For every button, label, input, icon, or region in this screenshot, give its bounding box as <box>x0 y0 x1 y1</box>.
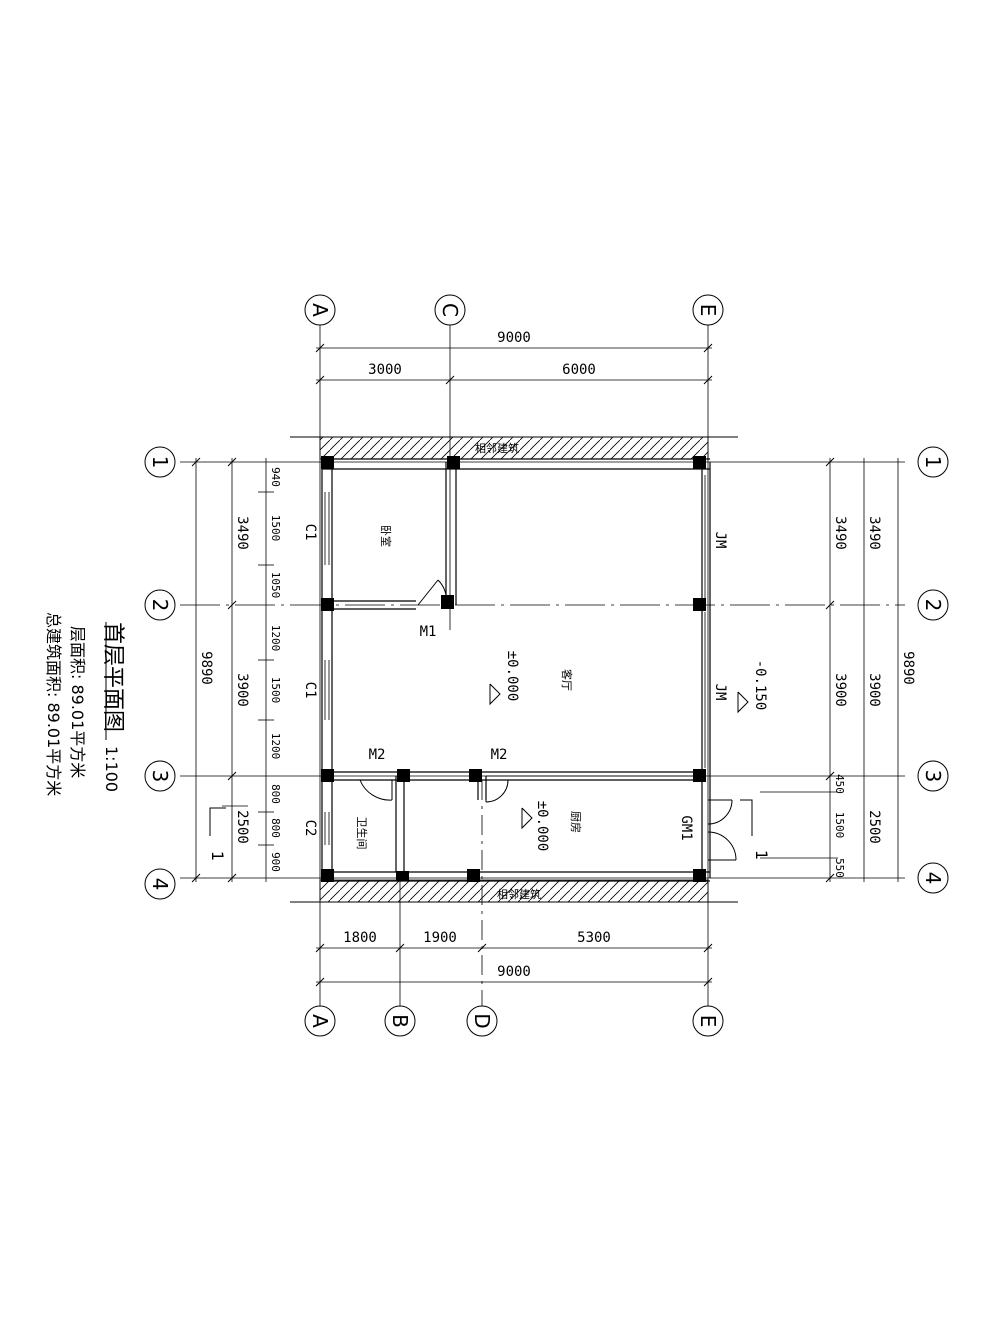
axis-label-bottom-a: A <box>308 1014 332 1028</box>
dim-left-win-8: 800 <box>269 818 282 838</box>
dimension-text: 9000 3000 6000 1800 1900 5300 9000 9890 … <box>198 330 916 980</box>
door-gm1-label: GM1 <box>678 815 694 840</box>
dim-left-bay-2: 3900 <box>234 673 250 707</box>
dim-bottom-part-2: 1900 <box>423 930 457 946</box>
section-marks <box>209 799 753 836</box>
window-c1-a-label: C1 <box>302 524 318 541</box>
dim-right-bay-1: 3490 <box>866 516 882 550</box>
dim-top-part-2: 6000 <box>562 362 596 378</box>
dim-left-bay-3: 2500 <box>234 810 250 844</box>
axis-label-bottom-e: E <box>696 1015 720 1028</box>
dim-bottom-part-3: 5300 <box>577 930 611 946</box>
room-bedroom-label: 卧室 <box>379 525 393 547</box>
dim-top-part-1: 3000 <box>368 362 402 378</box>
dim-left-win-7: 800 <box>269 784 282 804</box>
dim-right-inner-4: 1500 <box>833 812 846 839</box>
neighbor-building-top <box>290 436 738 460</box>
columns <box>321 456 706 882</box>
axis-labels: A C E A B D E 1 2 3 4 1 2 3 4 <box>148 303 945 1029</box>
elev-living-label: ±0.000 <box>504 651 520 702</box>
jm-a-label: JM <box>712 532 728 549</box>
door-m2-b-label: M2 <box>491 747 508 763</box>
neighbor-top-label: 相邻建筑 <box>475 441 519 455</box>
floor-area-text: 层面积: 89.01平方米 <box>68 626 87 778</box>
neighbor-bottom-label: 相邻建筑 <box>497 887 541 901</box>
axis-label-right-3: 3 <box>921 770 945 783</box>
dim-left-win-4: 1200 <box>269 625 282 652</box>
section-mark-left: 1 <box>208 851 227 861</box>
axis-label-top-a: A <box>308 303 332 317</box>
neighbor-building-bottom <box>290 879 738 903</box>
dimension-lines <box>191 343 899 987</box>
axis-label-right-2: 2 <box>921 599 945 612</box>
window-c2-label: C2 <box>302 820 318 837</box>
room-bath-label: 卫生间 <box>355 817 369 850</box>
room-kitchen-label: 厨房 <box>569 811 582 833</box>
dim-right-inner-5: 550 <box>833 858 846 878</box>
section-mark-right: 1 <box>752 850 771 860</box>
dim-bottom-total: 9000 <box>497 964 531 980</box>
total-area-text: 总建筑面积: 89.01平方米 <box>44 612 63 796</box>
axis-label-bottom-d: D <box>470 1013 494 1028</box>
dim-bottom-part-1: 1800 <box>343 930 377 946</box>
axis-label-left-4: 4 <box>148 878 172 891</box>
plan-labels: 相邻建筑 相邻建筑 C1 C1 C2 M1 M2 M2 GM1 JM JM 卧室… <box>208 441 771 901</box>
doors <box>359 579 737 861</box>
jm-b-label: JM <box>712 684 728 701</box>
axis-label-left-2: 2 <box>148 599 172 612</box>
axis-label-right-1: 1 <box>921 456 945 469</box>
axis-label-left-3: 3 <box>148 770 172 783</box>
dim-right-inner-1: 3490 <box>832 516 848 550</box>
axis-label-top-e: E <box>696 304 720 317</box>
elev-kitchen-label: ±0.000 <box>534 801 550 852</box>
drawing-scale: 1:100 <box>102 746 121 792</box>
dim-right-inner-2: 3900 <box>832 673 848 707</box>
dim-left-win-9: 900 <box>269 852 282 872</box>
dim-right-total: 9890 <box>900 651 916 685</box>
door-m2-a-label: M2 <box>369 747 386 763</box>
axis-label-bottom-b: B <box>388 1014 412 1028</box>
dim-right-bay-2: 3900 <box>866 673 882 707</box>
axis-label-right-4: 4 <box>921 872 945 885</box>
axis-label-left-1: 1 <box>148 456 172 469</box>
dim-top-total: 9000 <box>497 330 531 346</box>
title-block: 首层平面图 1:100 层面积: 89.01平方米 总建筑面积: 89.01平方… <box>44 612 125 796</box>
drawing-title: 首层平面图 <box>100 622 125 732</box>
axis-label-top-c: C <box>438 303 462 317</box>
windows <box>324 475 706 845</box>
dim-left-win-3: 1050 <box>269 572 282 599</box>
dim-left-total: 9890 <box>198 651 214 685</box>
dim-left-win-5: 1500 <box>269 677 282 704</box>
dim-right-bay-3: 2500 <box>866 810 882 844</box>
window-c1-b-label: C1 <box>302 682 318 699</box>
dim-right-inner-3: 450 <box>833 774 846 794</box>
dim-left-bay-1: 3490 <box>234 516 250 550</box>
dim-left-win-1: 940 <box>269 467 282 487</box>
grid-lines <box>180 322 905 1008</box>
walls <box>321 458 711 882</box>
dim-left-win-6: 1200 <box>269 733 282 760</box>
axis-bubbles <box>144 294 949 1037</box>
elev-outside-label: -0.150 <box>752 660 768 711</box>
door-m1-label: M1 <box>420 624 437 640</box>
room-living-label: 客厅 <box>560 669 574 691</box>
elevation-markers <box>489 683 749 830</box>
dim-left-win-2: 1500 <box>269 515 282 542</box>
